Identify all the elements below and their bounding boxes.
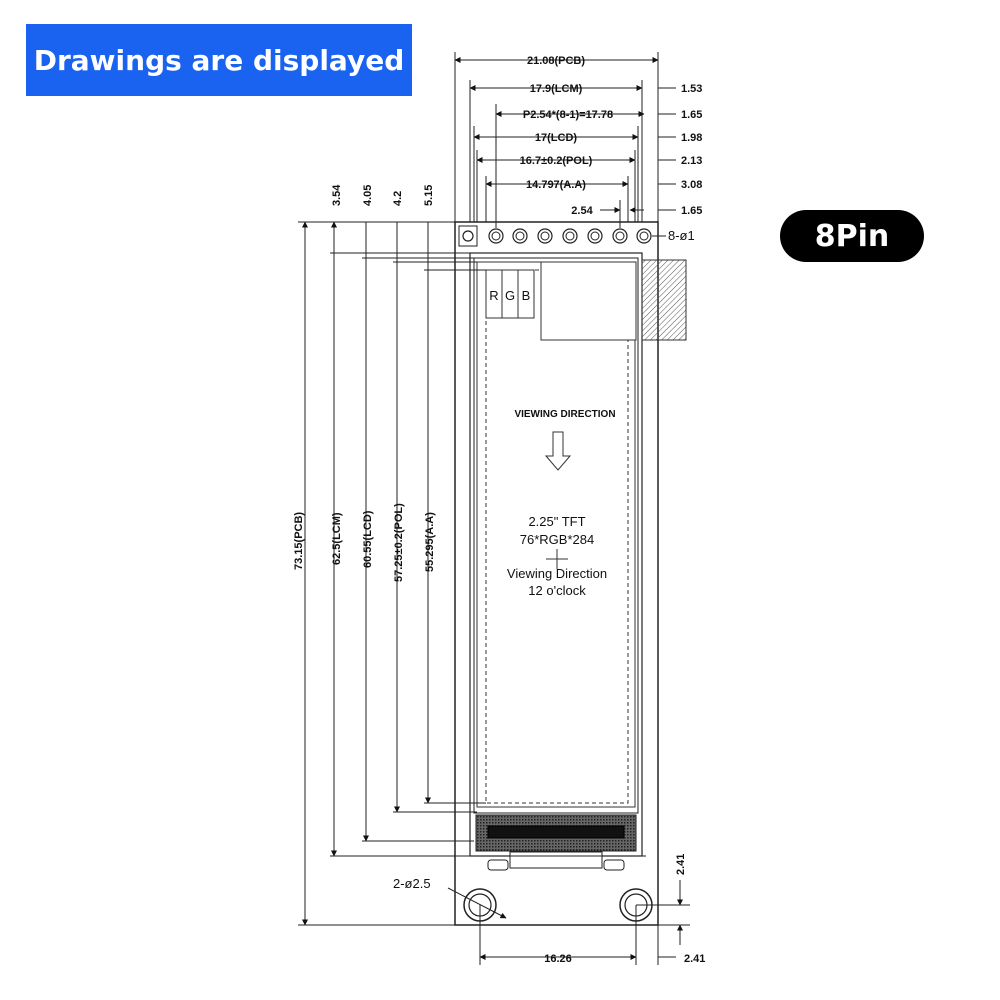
dim-lcd-height: 60.55(LCD) [362, 510, 374, 568]
dim-right-1: 1.53 [681, 83, 702, 95]
dim-pcb-width: 21.08(PCB) [527, 55, 585, 67]
dim-right-6: 1.65 [681, 205, 702, 217]
rgb-b: B [522, 288, 531, 303]
dim-left-top-2: 4.05 [362, 185, 374, 206]
lcm-outline [469, 252, 643, 857]
dim-pol-height: 57.25±0.2(POL) [393, 503, 405, 582]
dim-lcm-height: 62.5(LCM) [331, 512, 343, 565]
pin-header [458, 225, 652, 247]
pin-count-badge: 8Pin [780, 210, 924, 262]
holes-label: 2-ø2.5 [393, 876, 431, 891]
dim-lcm-width: 17.9(LCM) [530, 83, 583, 95]
dim-pcb-height: 73.15(PCB) [293, 512, 305, 570]
driver-ic-box [540, 261, 637, 341]
panel-clock: 12 o'clock [528, 583, 586, 598]
fpc-tail [509, 851, 603, 869]
dim-hole-right: 2.41 [684, 953, 705, 965]
dim-lcd-width: 17(LCD) [535, 132, 578, 144]
pins-label: 8-ø1 [668, 228, 695, 243]
dim-aa-height: 55.295(A.A) [424, 512, 436, 572]
down-arrow-icon [544, 431, 572, 471]
panel-view: Viewing Direction [507, 566, 607, 581]
dim-pitch: P2.54*(8-1)=17.78 [523, 109, 613, 121]
panel-size: 2.25" TFT [528, 514, 585, 529]
rgb-r: R [489, 288, 498, 303]
dim-hole-spacing: 16.26 [544, 953, 572, 965]
rgb-subpixels: R G B [485, 269, 535, 319]
dim-left-top-4: 5.15 [423, 185, 435, 206]
dim-right-3: 1.98 [681, 132, 702, 144]
dim-left-top-3: 4.2 [392, 191, 404, 206]
panel-resolution: 76*RGB*284 [520, 532, 594, 547]
dim-hole-edge: 2.41 [675, 854, 687, 875]
dim-right-5: 3.08 [681, 179, 702, 191]
mounting-holes [463, 888, 653, 922]
dim-right-4: 2.13 [681, 155, 702, 167]
rgb-g: G [505, 288, 515, 303]
pcb-outline [454, 221, 659, 926]
dim-right-2: 1.65 [681, 109, 702, 121]
hatched-component [641, 259, 687, 341]
dim-pol-width: 16.7±0.2(POL) [520, 155, 593, 167]
viewing-direction-title: VIEWING DIRECTION [514, 409, 615, 420]
lcd-outline [473, 257, 639, 814]
drawings-banner: Drawings are displayed [26, 24, 412, 96]
dim-aa-width: 14.797(A.A) [526, 179, 586, 191]
dim-pin-pitch: 2.54 [571, 205, 593, 217]
dim-left-top-1: 3.54 [331, 184, 343, 206]
